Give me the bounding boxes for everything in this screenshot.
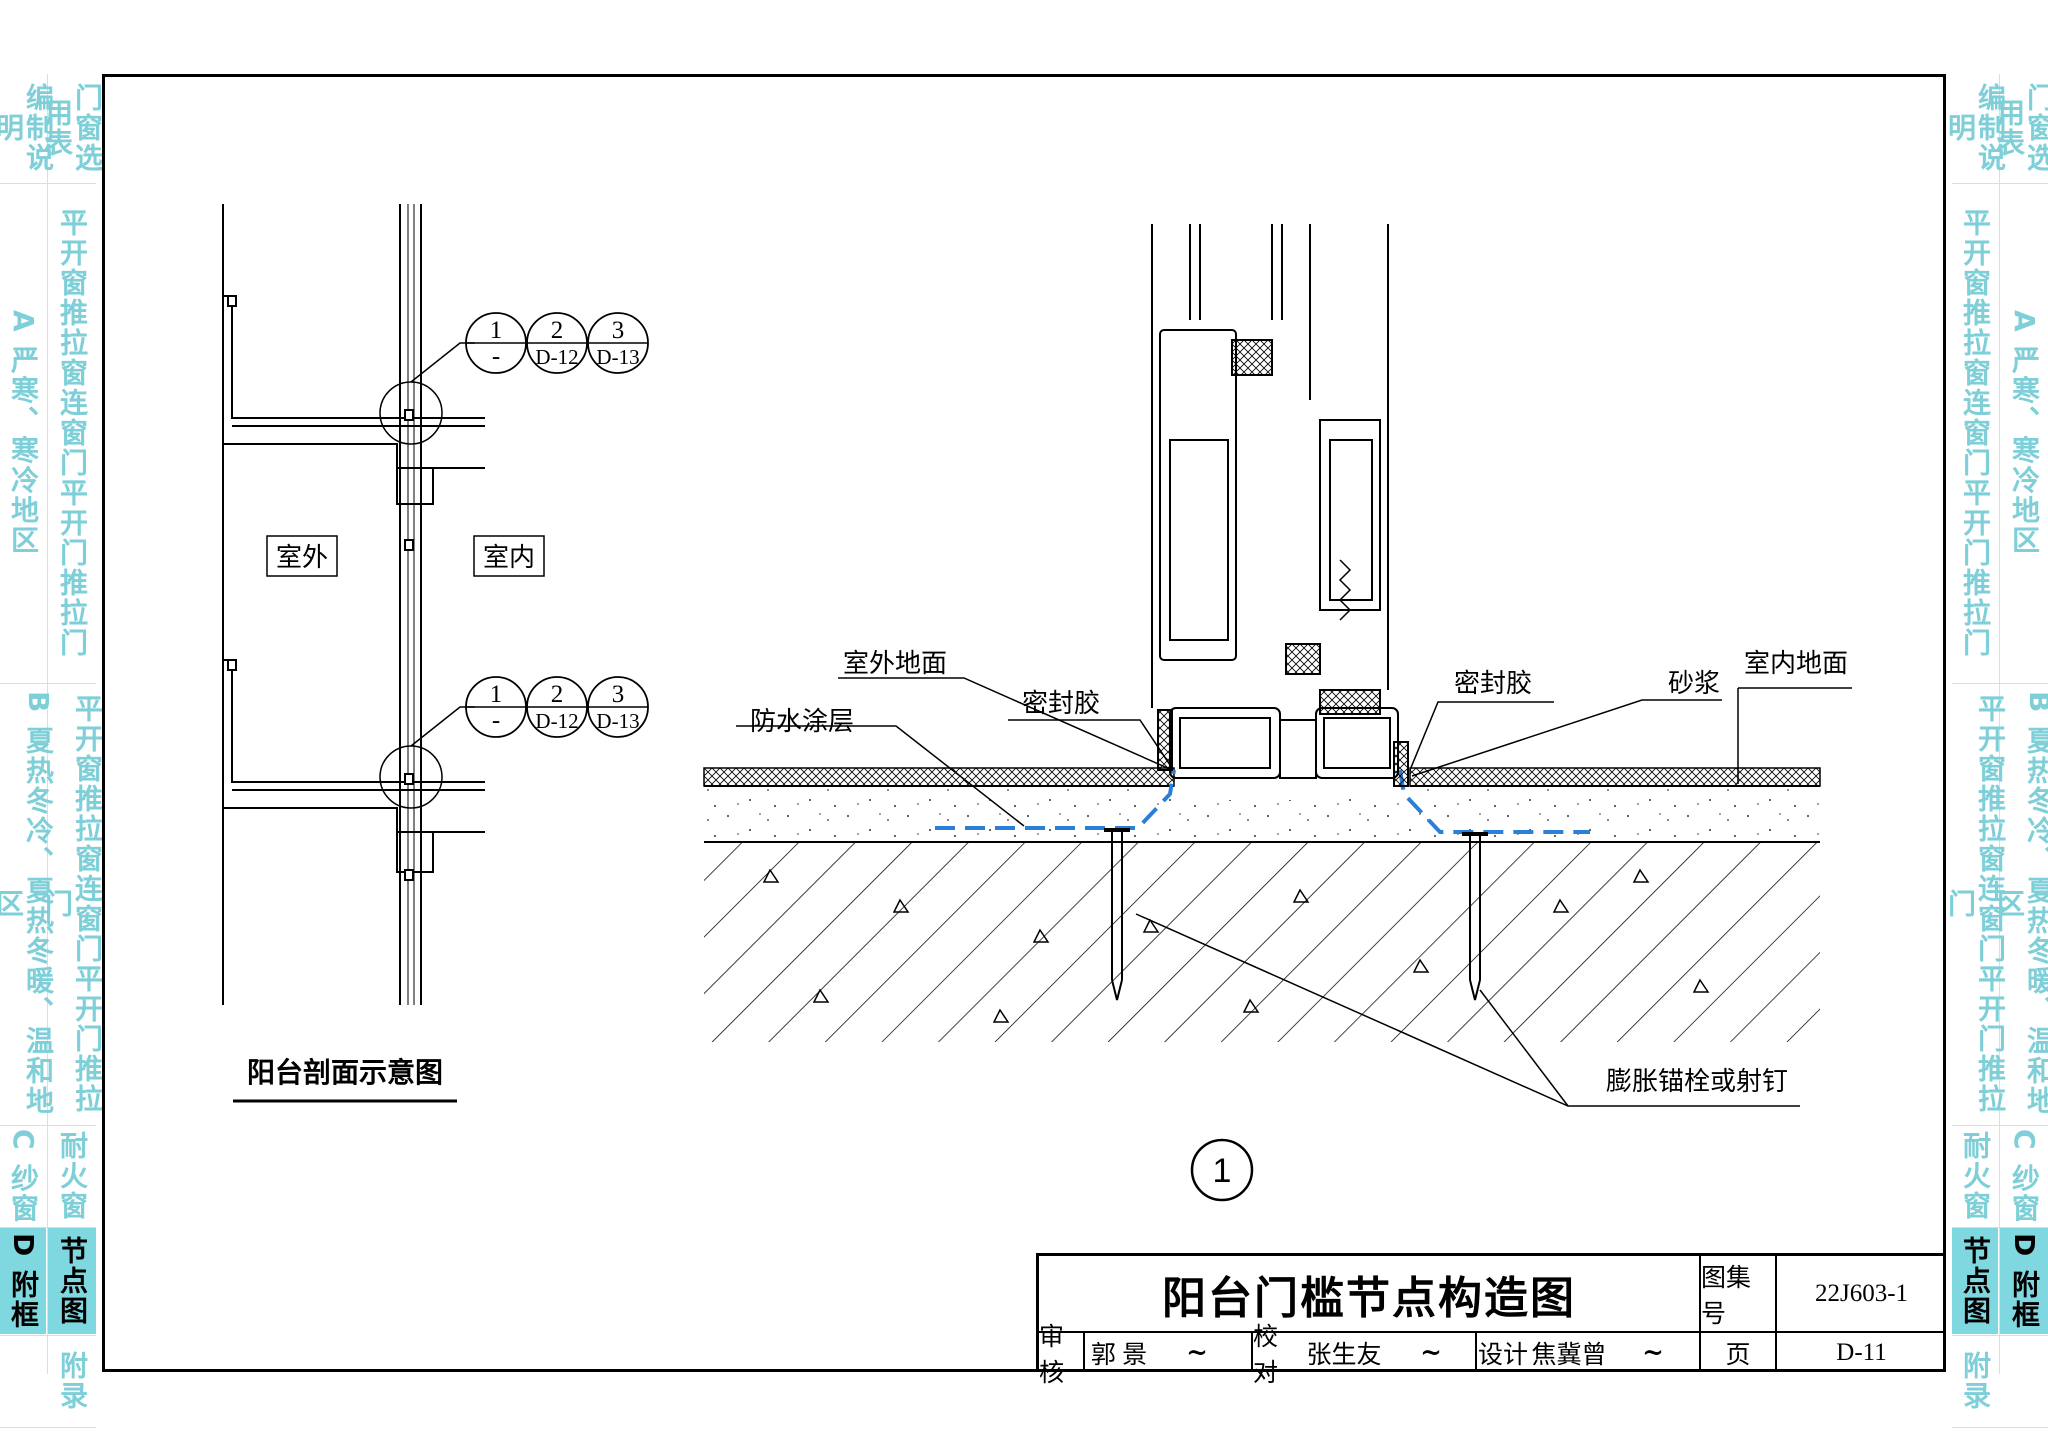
callout-number: 2	[551, 317, 564, 344]
callout-sheet: D-12	[535, 709, 578, 733]
tb-divider	[1699, 1256, 1701, 1372]
sidebar-tab[interactable]: 耐火窗	[56, 1131, 89, 1221]
callout-sheet: D-13	[596, 709, 639, 733]
sidebar-divider	[47, 74, 48, 1374]
indoor-floor-label: 室内地面	[1744, 649, 1848, 679]
reviewer-name: 郭 景	[1090, 1341, 1148, 1369]
callout-number: 2	[551, 681, 564, 708]
detail-number: 1	[1213, 1152, 1232, 1190]
callout-sheet: -	[492, 343, 500, 370]
page-label: 页	[1725, 1341, 1751, 1369]
reviewer-signature: ~	[1186, 1337, 1208, 1368]
sidebar-tab[interactable]: D 附框	[0, 1228, 46, 1334]
tb-divider	[1039, 1331, 1946, 1333]
tb-divider	[1475, 1333, 1477, 1372]
sidebar-tab[interactable]: 耐火窗	[1959, 1131, 1992, 1221]
waterproof-coating-label: 防水涂层	[750, 707, 854, 737]
checker-signature: ~	[1420, 1337, 1442, 1368]
callout-number: 3	[612, 317, 625, 344]
title-block: 阳台门槛节点构造图 图集号 22J603-1 页 D-11 审核 郭 景 ~ 校…	[1036, 1253, 1946, 1387]
designer-signature: ~	[1642, 1337, 1664, 1368]
mortar-label: 砂浆	[1668, 669, 1720, 699]
sidebar-separator	[0, 183, 96, 184]
sealant-label-left: 密封胶	[1022, 689, 1100, 719]
sidebar-divider	[1999, 74, 2000, 1374]
outside-label: 室外	[276, 543, 328, 573]
sidebar-tab[interactable]: 节点图	[48, 1228, 96, 1334]
sidebar-separator	[0, 1125, 96, 1126]
sidebar-tab[interactable]: A 严寒、寒冷地区	[2008, 310, 2041, 556]
balcony-section-schematic	[222, 204, 649, 1103]
sidebar-tab[interactable]: 附录	[56, 1351, 89, 1411]
sidebar-separator	[1952, 1335, 2048, 1336]
check-label: 校对	[1253, 1323, 1279, 1387]
page-number: D-11	[1836, 1338, 1887, 1366]
sidebar-separator	[0, 1335, 96, 1336]
sidebar-separator	[1952, 1427, 2048, 1428]
drawing-title: 阳台门槛节点构造图	[1162, 1272, 1576, 1324]
sidebar-tab[interactable]: 平开窗推拉窗连窗门平开门推拉门	[56, 208, 89, 658]
sidebar-separator	[1952, 1227, 2048, 1228]
threshold-detail	[703, 224, 1852, 1202]
designer-name: 焦冀曾	[1531, 1341, 1607, 1369]
design-label: 设计	[1477, 1341, 1528, 1369]
drawing-frame	[102, 74, 1946, 1372]
sidebar-tab[interactable]: C 纱窗	[2008, 1128, 2041, 1224]
outdoor-floor-label: 室外地面	[843, 649, 947, 679]
section-title: 阳台剖面示意图	[247, 1056, 443, 1089]
tb-divider	[1083, 1333, 1085, 1372]
callout-sheet: D-12	[535, 345, 578, 369]
sidebar-tab[interactable]: 节点图	[1952, 1228, 1998, 1334]
sidebar-separator	[1952, 1125, 2048, 1126]
sealant-label-right: 密封胶	[1454, 669, 1532, 699]
atlas-number: 22J603-1	[1814, 1279, 1909, 1307]
sidebar-tab[interactable]: C 纱窗	[7, 1128, 40, 1224]
sidebar-separator	[1952, 683, 2048, 684]
atlas-label: 图集号	[1701, 1264, 1752, 1328]
sidebar-tab[interactable]: D 附框	[2000, 1228, 2048, 1334]
callout-sheet: D-13	[596, 345, 639, 369]
sidebar-tab[interactable]: 平开窗推拉窗连窗门平开门推拉门	[1959, 208, 1992, 658]
sidebar-tab[interactable]: A 严寒、寒冷地区	[7, 310, 40, 556]
anchor-label: 膨胀锚栓或射钉	[1606, 1067, 1788, 1097]
checker-name: 张生友	[1306, 1341, 1382, 1369]
inside-label: 室内	[483, 543, 535, 573]
sidebar-tab[interactable]: 附录	[1959, 1351, 1992, 1411]
tb-divider	[1251, 1333, 1253, 1372]
callout-number: 3	[612, 681, 625, 708]
sidebar-separator	[0, 1227, 96, 1228]
sidebar-separator	[0, 1427, 96, 1428]
tb-divider	[1775, 1256, 1777, 1372]
callout-sheet: -	[492, 707, 500, 734]
sidebar-separator	[0, 683, 96, 684]
callout-number: 1	[490, 681, 503, 708]
sidebar-separator	[1952, 183, 2048, 184]
callout-number: 1	[490, 317, 503, 344]
review-label: 审核	[1039, 1323, 1065, 1387]
